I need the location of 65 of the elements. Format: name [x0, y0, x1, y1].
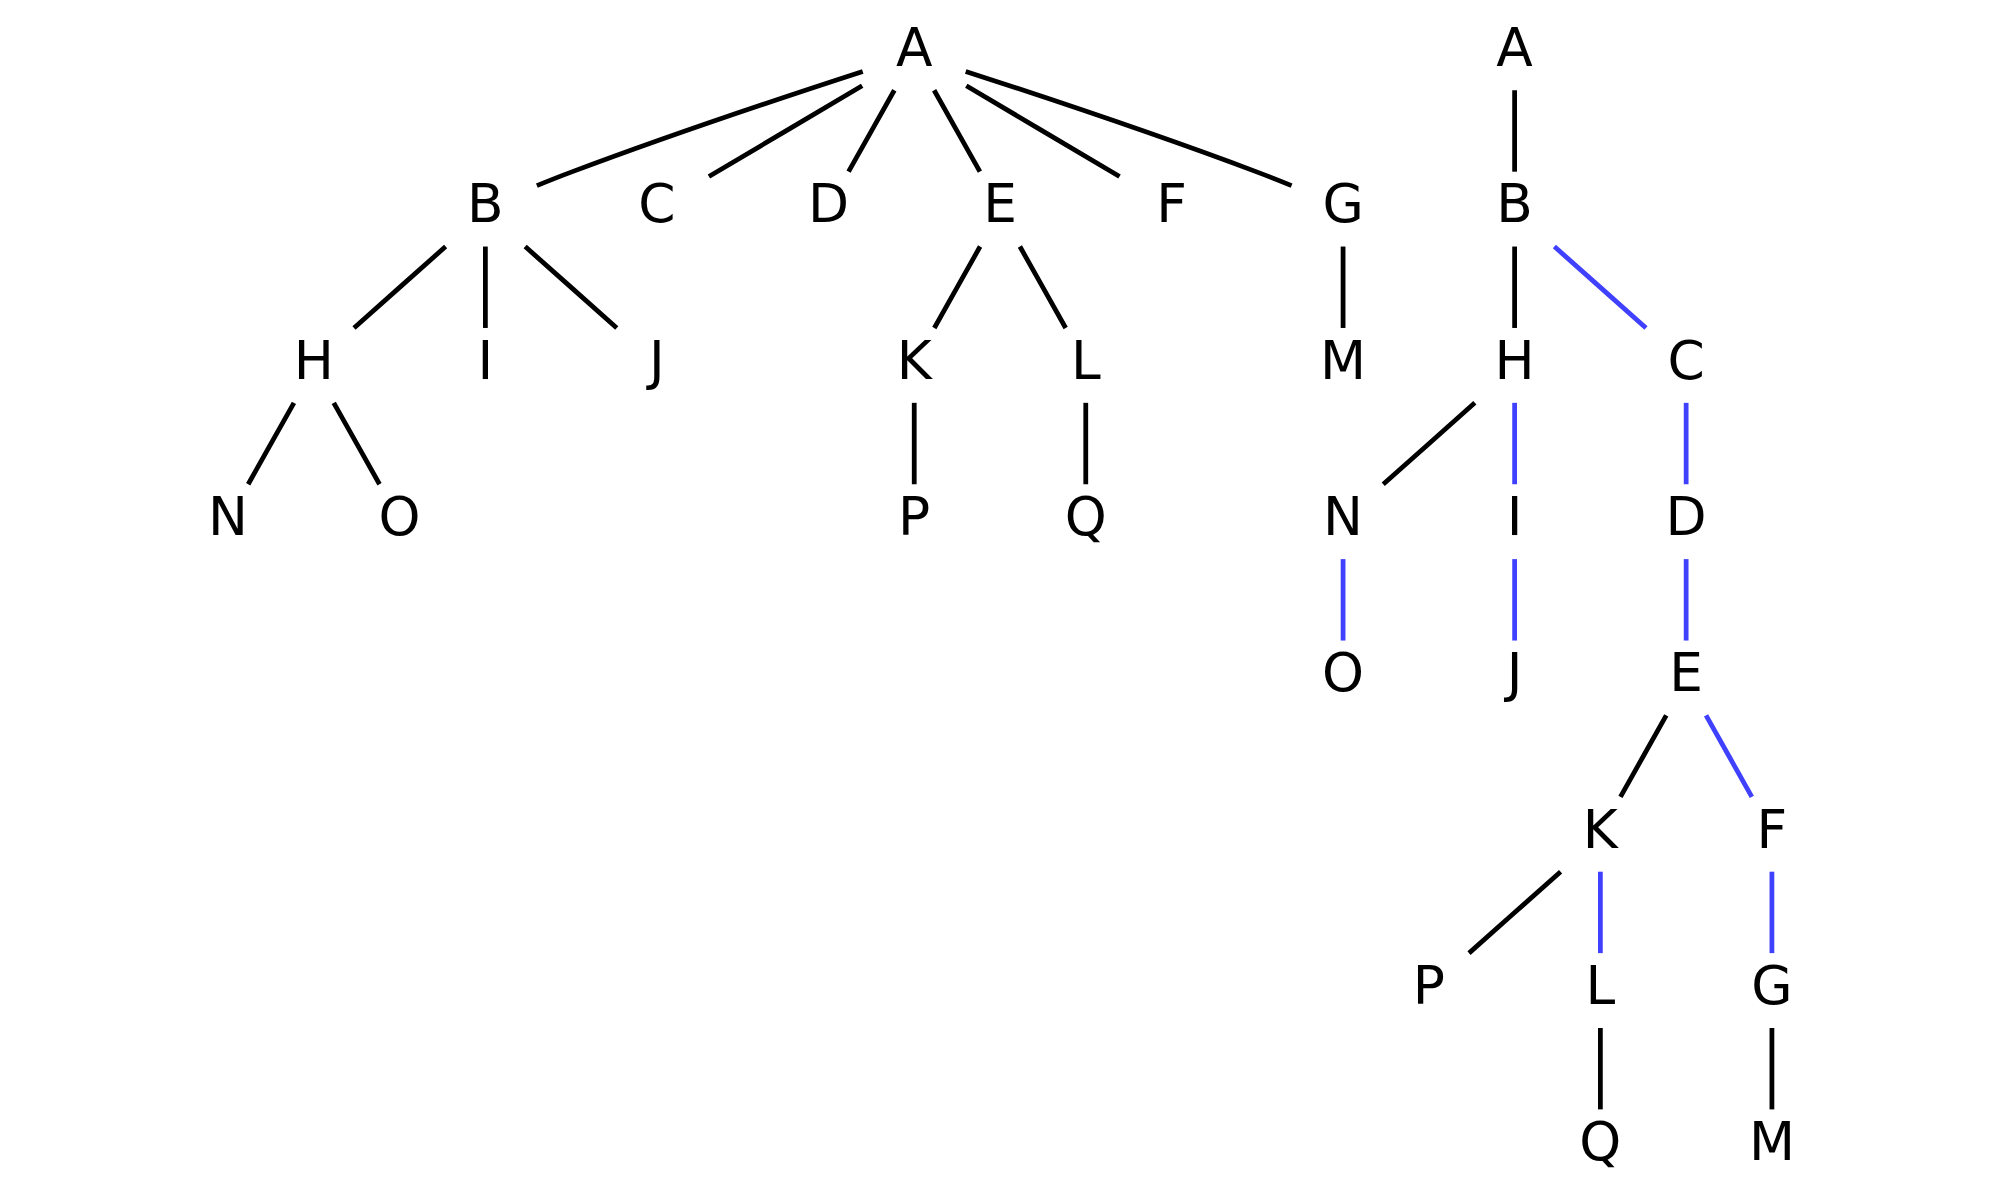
connector — [1683, 402, 1689, 485]
connector — [1618, 714, 1669, 798]
connector — [846, 89, 897, 173]
connector — [1552, 244, 1648, 330]
node-text: G — [1322, 172, 1364, 236]
connector — [1512, 246, 1517, 328]
node-text: A — [895, 16, 933, 80]
connector — [707, 83, 864, 179]
connector — [1598, 871, 1603, 954]
node-text: P — [898, 485, 931, 549]
connector — [1769, 871, 1775, 954]
connector — [1512, 559, 1517, 641]
node-text: N — [1323, 485, 1364, 549]
node-text: I — [477, 328, 494, 392]
node-text: G — [1751, 953, 1793, 1017]
node-text: J — [1506, 641, 1523, 705]
node-text: D — [1665, 485, 1707, 549]
node-text: C — [638, 172, 676, 236]
node-text: K — [1582, 797, 1618, 861]
node-text: L — [1070, 328, 1101, 392]
connector — [932, 89, 982, 173]
connector — [965, 83, 1121, 179]
connector — [1083, 402, 1089, 485]
connector — [1769, 1028, 1775, 1110]
node-text: K — [896, 328, 932, 392]
node-text: E — [983, 172, 1017, 236]
connector — [536, 69, 864, 188]
node-text: I — [1506, 485, 1523, 549]
connector — [1512, 90, 1517, 172]
node-text: A — [1496, 16, 1533, 80]
connector — [483, 246, 488, 328]
node-text: B — [467, 172, 504, 236]
node-text: Q — [1064, 485, 1107, 549]
node-text: P — [1412, 953, 1445, 1017]
node-text: F — [1156, 172, 1187, 236]
node-text: H — [1494, 328, 1535, 392]
connector — [1683, 559, 1689, 641]
node-text: C — [1667, 328, 1705, 392]
node-text: H — [293, 328, 334, 392]
node-text: F — [1756, 797, 1788, 861]
node-text: M — [1748, 1110, 1795, 1174]
connector — [932, 245, 983, 330]
connector — [1340, 559, 1346, 641]
connector — [1598, 1028, 1603, 1110]
node-text: L — [1585, 953, 1616, 1017]
connector — [352, 244, 448, 330]
node-text: N — [208, 485, 249, 549]
connector — [1017, 245, 1068, 330]
node-text: E — [1669, 641, 1704, 705]
connector — [246, 401, 297, 486]
connector — [523, 244, 619, 330]
node-text: B — [1496, 172, 1533, 236]
connector — [1703, 714, 1754, 798]
connector — [331, 401, 382, 486]
connector — [911, 402, 917, 485]
connector — [1512, 402, 1517, 485]
node-text: O — [378, 485, 421, 549]
connector — [965, 69, 1293, 188]
connector — [1340, 246, 1346, 328]
connector — [1467, 869, 1563, 955]
node-text: O — [1322, 641, 1365, 705]
connector — [1381, 401, 1477, 487]
node-text: D — [807, 172, 850, 236]
node-text: M — [1320, 328, 1367, 392]
node-text: Q — [1579, 1110, 1622, 1174]
